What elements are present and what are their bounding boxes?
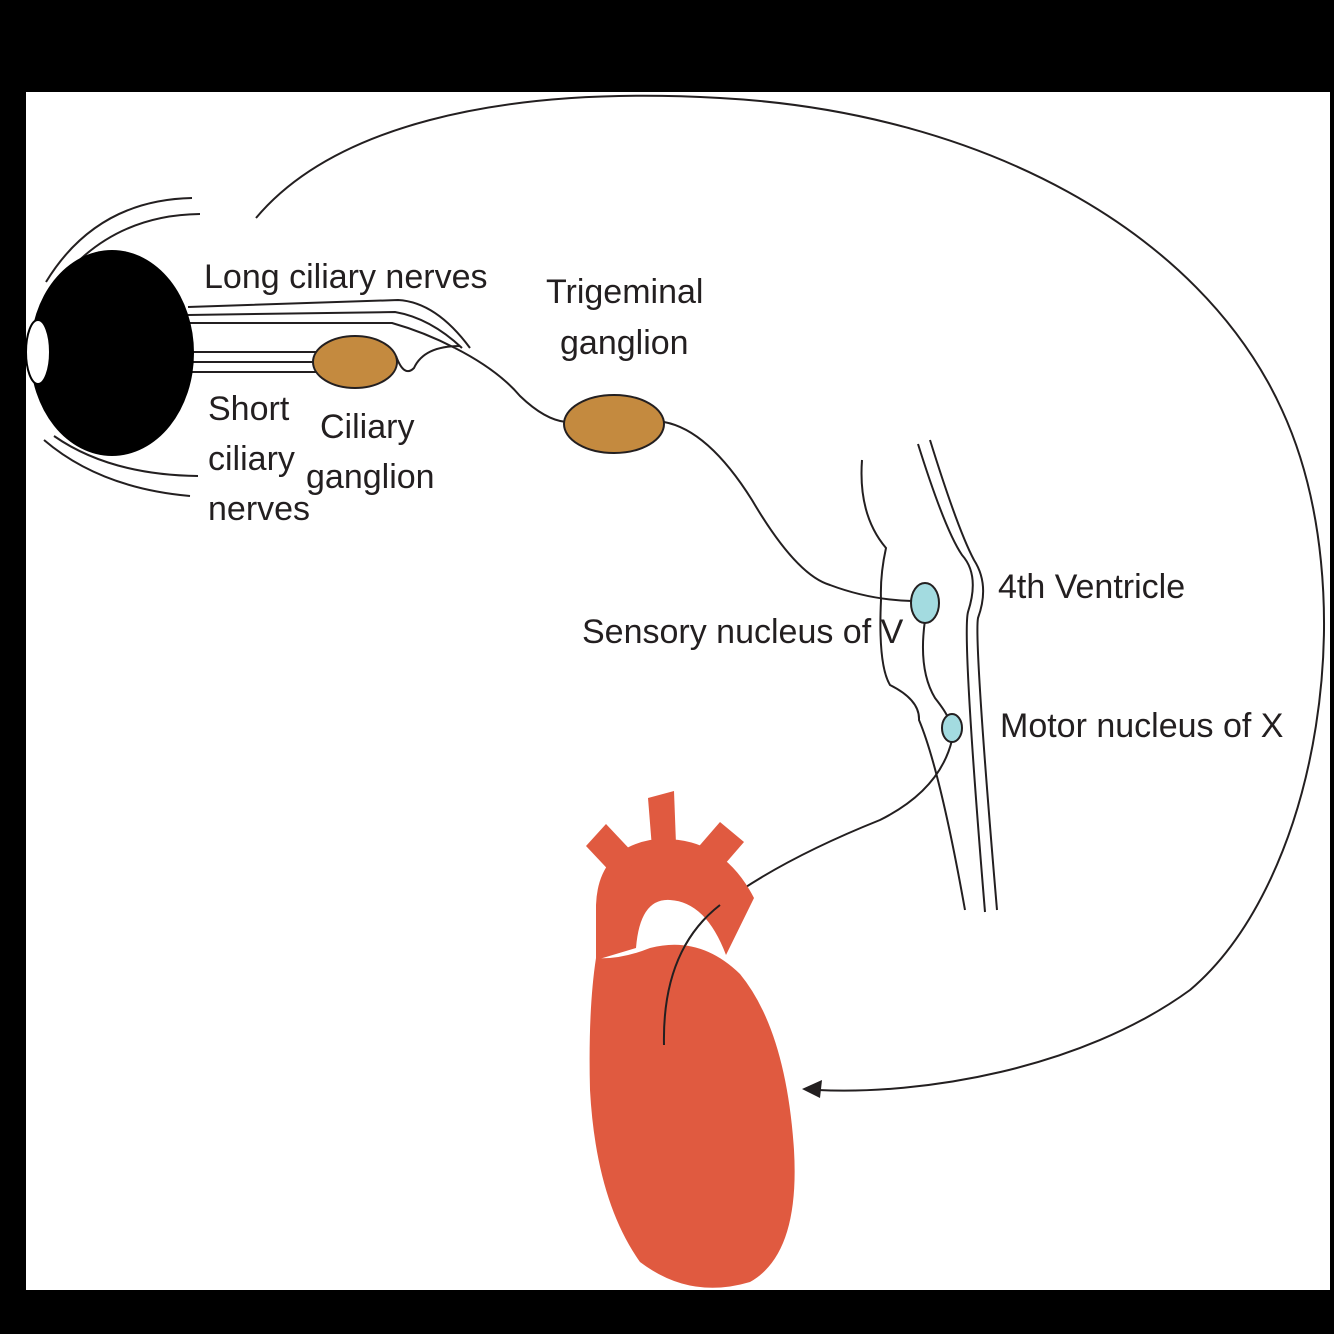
cornea — [25, 319, 51, 385]
ventricle-line-1 — [917, 443, 986, 913]
ventricle-line-2 — [929, 439, 998, 911]
trigeminal-ganglion — [563, 394, 665, 454]
lower-eyelid-arc-outer — [43, 439, 191, 497]
label-ciliary-ganglion-line1: Ciliary — [320, 408, 414, 446]
motor-nucleus-of-x — [941, 713, 963, 743]
heart-ventricles — [589, 944, 795, 1288]
label-trigeminal-ganglion-line2: ganglion — [560, 324, 689, 362]
label-short-ciliary-nerves-line3: nerves — [208, 490, 310, 528]
eyeball — [30, 250, 194, 456]
label-long-ciliary-nerves: Long ciliary nerves — [204, 258, 487, 296]
label-motor-nucleus-of-x: Motor nucleus of X — [1000, 707, 1283, 745]
internuncial-fibre — [921, 619, 949, 719]
long-ciliary-nerve-3 — [188, 322, 456, 349]
brainstem-outline-left — [860, 459, 966, 911]
ciliary-ganglion — [312, 335, 398, 389]
trigeminal-sensory-root — [663, 421, 913, 602]
label-short-ciliary-nerves-line1: Short — [208, 390, 290, 428]
vagus-nerve-terminal — [662, 904, 721, 1046]
aortic-arch — [596, 839, 754, 960]
label-short-ciliary-nerves-line2: ciliary — [208, 440, 295, 478]
upper-eyelid-arc-outer — [45, 197, 193, 283]
label-sensory-nucleus-of-v: Sensory nucleus of V — [582, 613, 904, 651]
reflex-arc-pathway — [255, 94, 1325, 1092]
aortic-branch-2 — [648, 791, 676, 848]
long-ciliary-nerve-1 — [187, 298, 471, 349]
reflex-arrowhead — [802, 1080, 822, 1098]
label-ciliary-ganglion-line2: ganglion — [306, 458, 435, 496]
nasociliary-nerve — [454, 347, 567, 423]
aortic-branch-3 — [694, 822, 744, 872]
label-fourth-ventricle: 4th Ventricle — [998, 568, 1185, 606]
aortic-branch-1 — [586, 824, 638, 880]
ciliary-ganglion-connector — [395, 345, 461, 372]
sensory-nucleus-of-v — [910, 582, 940, 624]
long-ciliary-nerve-2 — [187, 310, 463, 349]
heart — [586, 791, 795, 1288]
lower-eyelid-arc-inner — [53, 435, 199, 477]
label-trigeminal-ganglion-line1: Trigeminal — [546, 273, 703, 311]
